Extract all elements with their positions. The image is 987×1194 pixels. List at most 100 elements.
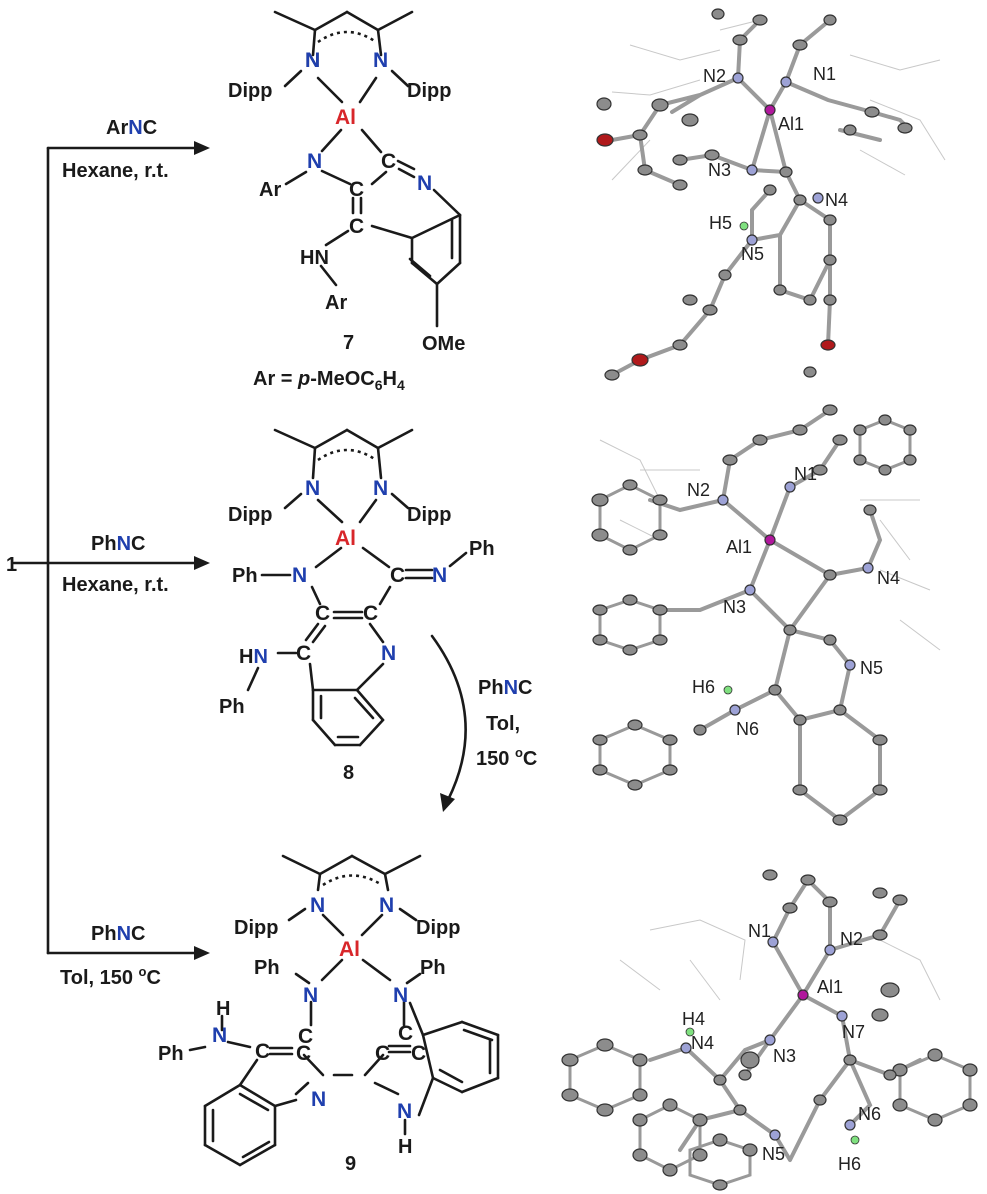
compound-7-ar-definition: Ar = p-MeOC6H4 — [253, 368, 405, 393]
svg-text:H6: H6 — [838, 1154, 861, 1174]
conditions-label-2: Hexane, r.t. — [62, 574, 169, 596]
svg-text:N: N — [373, 49, 388, 72]
svg-text:N: N — [305, 49, 320, 72]
svg-text:Ar: Ar — [259, 179, 281, 201]
crystal-structure-9: N1 N2 Al1 H4 N4 N3 N7 N6 N5 H6 — [561, 869, 978, 1191]
svg-text:N3: N3 — [708, 160, 731, 180]
svg-text:N: N — [311, 1088, 326, 1111]
svg-text:HN: HN — [300, 247, 329, 269]
svg-text:N: N — [305, 477, 320, 500]
svg-text:N: N — [292, 564, 307, 587]
svg-text:Ph: Ph — [254, 957, 280, 979]
svg-text:C: C — [375, 1042, 390, 1065]
svg-text:Al1: Al1 — [817, 977, 843, 997]
svg-text:C: C — [349, 178, 364, 201]
svg-text:H: H — [398, 1136, 412, 1158]
svg-text:Ph: Ph — [219, 696, 245, 718]
svg-text:C: C — [296, 1042, 311, 1065]
conversion-temperature-label: 150 oC — [476, 745, 537, 770]
svg-text:Ph: Ph — [469, 538, 495, 560]
compound-9-structure: N N Dipp Dipp Al Ph Ph N N H N Ph C C C … — [158, 854, 500, 1167]
svg-text:C: C — [298, 1025, 313, 1048]
reaction-arrows — [12, 141, 467, 960]
svg-text:Ar: Ar — [325, 292, 347, 314]
start-compound-label: 1 — [6, 554, 17, 576]
svg-text:N1: N1 — [748, 921, 771, 941]
crystal-structure-8: N2 N1 Al1 N4 N3 N5 H6 N6 — [591, 404, 941, 826]
svg-text:Al: Al — [339, 938, 360, 961]
svg-text:N3: N3 — [723, 597, 746, 617]
svg-text:Al1: Al1 — [778, 114, 804, 134]
compound-8-number: 8 — [343, 762, 354, 784]
svg-text:N: N — [310, 894, 325, 917]
aryl-rings-9 — [568, 1043, 972, 1187]
crystal-structure-7: N2 N1 Al1 N3 N4 H5 N5 — [596, 8, 946, 381]
svg-text:N4: N4 — [825, 190, 848, 210]
svg-text:N: N — [379, 894, 394, 917]
svg-text:OMe: OMe — [422, 333, 465, 355]
svg-text:N: N — [303, 984, 318, 1007]
conditions-label-3: Tol, 150 oC — [60, 964, 161, 989]
svg-text:N: N — [432, 564, 447, 587]
svg-text:N3: N3 — [773, 1046, 796, 1066]
conversion-reagent-label: PhNC — [478, 677, 532, 699]
svg-text:Dipp: Dipp — [234, 917, 278, 939]
svg-text:N: N — [305, 49, 320, 72]
reagent-label-2: PhNC — [91, 533, 145, 555]
svg-text:C: C — [315, 602, 330, 625]
reagent-label-1: ArNC — [106, 117, 157, 139]
reagent-label-3: PhNC — [91, 923, 145, 945]
svg-text:Al: Al — [335, 527, 356, 550]
svg-text:N5: N5 — [741, 244, 764, 264]
svg-text:Ph: Ph — [420, 957, 446, 979]
svg-text:N1: N1 — [813, 64, 836, 84]
svg-text:Ph: Ph — [158, 1043, 184, 1065]
svg-text:N4: N4 — [691, 1033, 714, 1053]
svg-text:N: N — [393, 984, 408, 1007]
compound-7-number: 7 — [343, 332, 354, 354]
svg-text:N5: N5 — [860, 658, 883, 678]
svg-text:C: C — [398, 1022, 413, 1045]
svg-text:N: N — [373, 477, 388, 500]
compound-9-number: 9 — [345, 1153, 356, 1175]
svg-text:C: C — [349, 215, 364, 238]
svg-text:Al: Al — [335, 106, 356, 129]
svg-text:N4: N4 — [877, 568, 900, 588]
compound-8-structure: N N Dipp Dipp Al Ph N C N Ph C C N C HN … — [219, 428, 495, 747]
svg-text:C: C — [411, 1042, 426, 1065]
svg-text:H5: H5 — [709, 213, 732, 233]
svg-text:Dipp: Dipp — [407, 80, 451, 102]
svg-text:C: C — [296, 642, 311, 665]
compound-7-structure: N N N Dipp Dipp Al N C N Ar C C HN Ar OM… — [228, 10, 465, 355]
svg-text:C: C — [390, 564, 405, 587]
svg-text:N6: N6 — [858, 1104, 881, 1124]
conditions-label-1: Hexane, r.t. — [62, 160, 169, 182]
svg-text:Ph: Ph — [232, 565, 258, 587]
svg-text:N: N — [397, 1100, 412, 1123]
svg-text:H6: H6 — [692, 677, 715, 697]
svg-text:C: C — [381, 150, 396, 173]
svg-text:N: N — [307, 150, 322, 173]
svg-text:N6: N6 — [736, 719, 759, 739]
svg-text:Dipp: Dipp — [228, 80, 272, 102]
svg-text:C: C — [363, 602, 378, 625]
svg-text:N: N — [212, 1024, 227, 1047]
svg-text:N2: N2 — [840, 929, 863, 949]
svg-text:N7: N7 — [842, 1022, 865, 1042]
svg-text:N1: N1 — [794, 464, 817, 484]
svg-text:Al1: Al1 — [726, 537, 752, 557]
svg-text:H: H — [216, 998, 230, 1020]
svg-text:HN: HN — [239, 646, 268, 668]
svg-text:Dipp: Dipp — [416, 917, 460, 939]
svg-text:N5: N5 — [762, 1144, 785, 1164]
svg-text:N2: N2 — [703, 66, 726, 86]
svg-text:Dipp: Dipp — [407, 504, 451, 526]
svg-text:Dipp: Dipp — [228, 504, 272, 526]
svg-text:N2: N2 — [687, 480, 710, 500]
svg-text:N: N — [381, 642, 396, 665]
conversion-solvent-label: Tol, — [486, 713, 520, 735]
svg-text:N: N — [417, 172, 432, 195]
svg-text:C: C — [255, 1040, 270, 1063]
svg-text:H4: H4 — [682, 1009, 705, 1029]
